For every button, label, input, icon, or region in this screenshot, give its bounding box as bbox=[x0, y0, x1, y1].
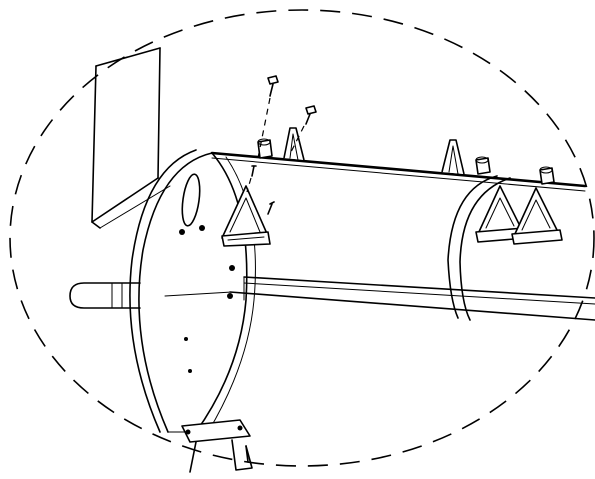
hopper-body bbox=[91, 47, 171, 229]
mounting-foot bbox=[181, 419, 253, 473]
bolt-hole bbox=[184, 337, 188, 341]
screw-fastener-4 bbox=[267, 201, 275, 215]
screw-fastener-3 bbox=[246, 165, 257, 193]
bolt-hole bbox=[188, 369, 192, 373]
bolt-hole bbox=[179, 229, 185, 235]
drum-barrel bbox=[164, 151, 595, 321]
hinge-boss-right bbox=[539, 166, 555, 185]
detail-callout-ellipse bbox=[9, 9, 595, 467]
hinge-boss-left bbox=[257, 138, 273, 159]
screw-fastener-1 bbox=[257, 75, 279, 159]
upright-tab-left bbox=[283, 127, 305, 161]
triangle-bracket-right-b bbox=[511, 187, 563, 245]
screw-fastener-2 bbox=[289, 105, 317, 155]
side-handle-rod bbox=[69, 282, 141, 309]
upright-tab-right bbox=[441, 139, 465, 175]
bolt-hole bbox=[229, 265, 235, 271]
hinge-boss-mid bbox=[475, 156, 491, 175]
bolt-hole bbox=[199, 225, 205, 231]
triangle-bracket-front bbox=[221, 185, 271, 247]
bolt-hole bbox=[227, 293, 233, 299]
front-end-plate bbox=[129, 149, 256, 433]
